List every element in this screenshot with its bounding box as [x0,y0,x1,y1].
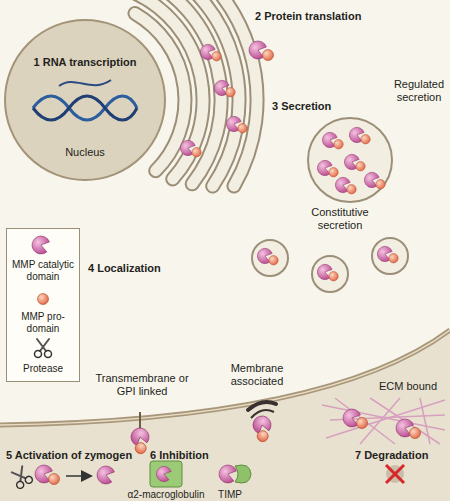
step-heading: 1 RNA transcription [7,56,163,69]
step-heading: 2 Protein translation [255,10,385,23]
step-heading: 6 Inhibition [150,449,250,462]
step-heading: 3 Secretion [272,100,352,113]
node-title: Nucleus [7,146,163,159]
legend-text: MMP pro-domain [11,311,75,335]
part-label: TIMP [212,489,248,500]
part-label: Regulated secretion [390,78,448,104]
legend-box: MMP catalytic domainMMP pro-domainProtea… [6,228,80,382]
step-heading: 5 Activation of zymogen [6,449,146,462]
step-heading: 7 Degradation [355,449,445,462]
legend-text: MMP catalytic domain [11,259,75,283]
part-label: Membrane associated [215,362,299,388]
nucleus: 1 RNA transcriptionNucleus [3,18,167,182]
legend-icons [7,229,79,381]
part-label: Constitutive secretion [300,206,380,232]
part-label: ECM bound [372,380,444,393]
step-heading: 4 Localization [88,262,198,275]
part-label: Transmembrane or GPI linked [90,372,194,398]
legend-text: Protease [11,363,75,375]
part-label: α2-macroglobulin [118,489,214,500]
